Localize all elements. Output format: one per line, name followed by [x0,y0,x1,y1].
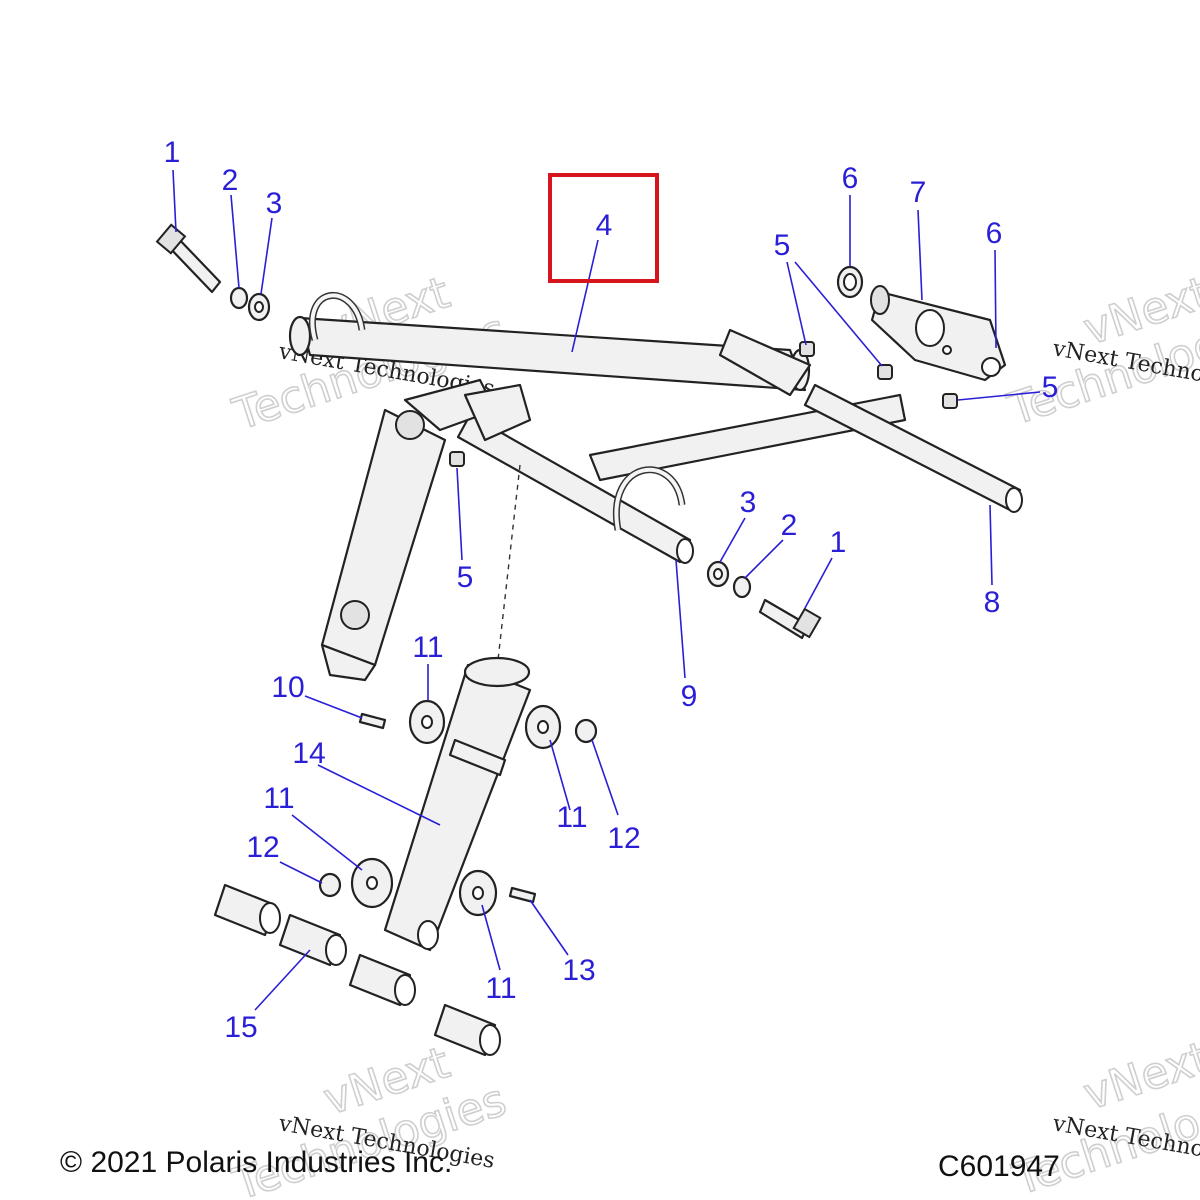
leader-lines [172,169,1041,1011]
upper-link [320,408,447,682]
callout-7[interactable]: 7 [910,176,927,209]
callout-3[interactable]: 3 [266,187,283,220]
callout-8[interactable]: 8 [984,586,1001,619]
callout-10[interactable]: 10 [271,671,304,704]
callout-14[interactable]: 14 [292,737,325,770]
callout-11-left[interactable]: 11 [263,782,294,815]
watermark-right: vNext Technologies vNext Technologies [1001,266,1200,436]
callout-11-bottom[interactable]: 11 [485,972,516,1005]
bolts [155,223,822,904]
callout-4[interactable]: 4 [596,209,613,242]
callout-11-right[interactable]: 11 [556,801,587,834]
callout-1[interactable]: 1 [164,136,181,169]
callout-5-right[interactable]: 5 [1042,371,1059,404]
callout-6-right[interactable]: 6 [986,217,1003,250]
callout-13[interactable]: 13 [562,954,595,987]
callout-5-lower[interactable]: 5 [457,561,474,594]
callout-1-right[interactable]: 1 [830,526,847,559]
callout-3-right[interactable]: 3 [740,486,757,519]
callout-5[interactable]: 5 [774,229,791,262]
callout-6[interactable]: 6 [842,162,859,195]
callout-12-right[interactable]: 12 [607,822,640,855]
control-arm [288,315,1023,564]
callout-15[interactable]: 15 [224,1011,257,1044]
washers [229,265,864,917]
diagram-code: C601947 [938,1150,1060,1183]
highlight-box [548,173,659,283]
u-loops [309,291,686,531]
lower-link [383,656,532,952]
copyright-text: © 2021 Polaris Industries Inc. [60,1146,452,1179]
callout-2[interactable]: 2 [222,164,239,197]
dashed-centerline [497,464,521,661]
callout-11-top[interactable]: 11 [412,631,443,664]
grease-fittings [449,341,958,467]
callout-12-left[interactable]: 12 [246,831,279,864]
callout-labels: 1 2 3 4 5 6 7 6 5 5 3 2 1 8 9 11 10 14 1… [164,136,1059,1044]
callout-9[interactable]: 9 [681,680,698,713]
callout-2-right[interactable]: 2 [781,509,798,542]
pivot-bracket [870,285,1007,382]
bushings [213,883,501,1057]
